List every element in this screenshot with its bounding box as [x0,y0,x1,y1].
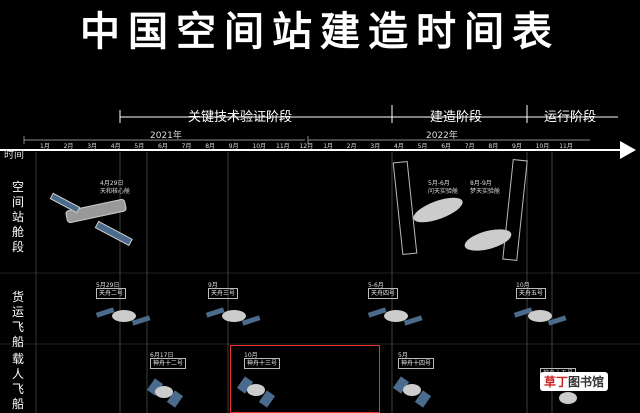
watermark-a: 草丁 [544,375,569,389]
tz5-ship [513,307,567,326]
month-tick: 8月 [488,143,499,150]
year-2021: 2021年 [150,131,182,141]
row-label-modules: 空间站舱段 [11,180,24,254]
month-tick: 11月 [276,143,290,150]
month-tick: 6月 [441,143,452,150]
row-label-cargo: 货运飞船 [11,290,24,349]
sz13-date: 10月 [244,352,258,359]
sz12-date: 6月17日 [150,352,174,359]
month-tick: 7月 [464,143,475,150]
month-tick: 2月 [63,143,74,150]
sz12-name: 神舟十二号 [150,358,187,369]
tz4-date: 5-6月 [368,282,384,289]
tianhe-module [49,192,133,247]
month-tick: 9月 [228,143,239,150]
month-tick: 2月 [346,143,357,150]
month-tick: 3月 [370,143,381,150]
sz12-ship [146,378,184,408]
phase-label-3: 运行阶段 [544,110,597,125]
sz15-ship [559,392,577,404]
month-tick: 9月 [512,143,522,150]
tz3-name: 天舟三号 [208,288,239,299]
mengtian-date: 8月-9月 [470,180,492,187]
tz5-name: 天舟五号 [516,288,547,299]
month-tick: 8月 [205,143,216,150]
tianhe-name: 天和核心舱 [100,188,131,195]
wentian-date: 5月-6月 [428,180,450,187]
month-tick: 10月 [252,143,267,150]
tz4-ship [367,307,423,326]
tz2-date: 5月29日 [96,282,120,289]
mengtian-name: 梦天实验舱 [470,188,501,195]
month-tick: 10月 [535,143,550,150]
month-tick: 3月 [87,143,98,150]
phase-label-2: 建造阶段 [430,110,483,125]
wentian-name: 问天实验舱 [428,188,459,195]
month-tick: 7月 [181,143,192,150]
month-tick: 5月 [417,143,428,150]
month-tick: 1月 [323,143,334,150]
year-2022: 2022年 [426,131,458,141]
month-tick: 5月 [134,143,145,150]
sz13-name: 神舟十三号 [244,358,281,369]
watermark-b: 图书馆 [568,375,605,389]
tz2-name: 天舟二号 [96,288,127,299]
tz4-name: 天舟四号 [368,288,399,299]
page-title: 中国空间站建造时间表 [80,8,560,55]
month-tick: 6月 [158,143,168,150]
phase-label-1: 关键技术验证阶段 [188,110,293,125]
sz14-ship [392,376,432,408]
tz3-date: 9月 [208,282,218,289]
wentian-station [392,160,463,256]
watermark: 草丁图书馆 [540,372,609,391]
month-tick: 11月 [559,143,573,150]
month-tick: 12月 [299,143,314,150]
sz14-date: 5月 [398,352,408,359]
month-tick: 4月 [394,143,404,150]
sz13-ship [236,376,276,408]
tianhe-date: 4月29日 [100,180,124,187]
tz3-ship [205,307,261,326]
sz14-name: 神舟十四号 [398,358,435,369]
month-tick: 4月 [110,143,121,150]
axis-label: 时间 [4,150,24,161]
row-label-crew: 载人飞船 [11,352,24,411]
mengtian-station [464,158,528,262]
month-tick: 1月 [40,143,50,150]
tz5-date: 10月 [516,282,530,289]
tz2-ship [95,307,151,326]
